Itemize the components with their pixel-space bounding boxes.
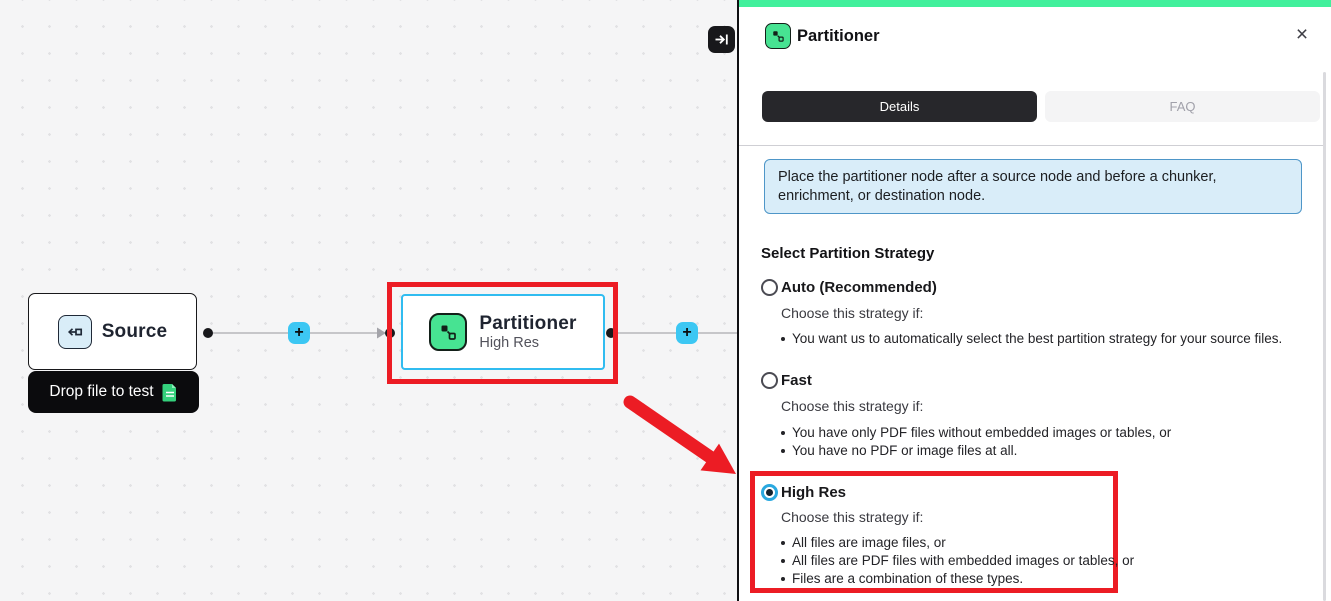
workflow-canvas[interactable]: + + Source Drop file to test — [0, 0, 737, 601]
partitioner-icon — [429, 313, 468, 351]
option-hint-auto: Choose this strategy if: — [781, 305, 924, 321]
source-node[interactable]: Source — [28, 293, 197, 370]
radio-auto[interactable] — [761, 279, 778, 296]
section-heading: Select Partition Strategy — [761, 245, 935, 262]
drop-file-label: Drop file to test — [49, 383, 154, 400]
option-bullets-auto: You want us to automatically select the … — [780, 330, 1282, 348]
radio-fast[interactable] — [761, 372, 778, 389]
partitioner-node-title: Partitioner — [479, 312, 577, 334]
tab-details[interactable]: Details — [762, 91, 1037, 122]
panel-title: Partitioner — [797, 27, 880, 45]
add-node-button-right[interactable]: + — [676, 322, 698, 344]
bullet-item: All files are PDF files with embedded im… — [780, 552, 1134, 570]
info-callout: Place the partitioner node after a sourc… — [764, 159, 1302, 214]
panel-divider — [737, 0, 739, 601]
bullet-item: All files are image files, or — [780, 534, 1134, 552]
bullet-item: You have no PDF or image files at all. — [780, 442, 1171, 460]
drop-file-badge[interactable]: Drop file to test — [28, 371, 199, 413]
option-label-high-res[interactable]: High Res — [781, 484, 847, 501]
option-bullets-fast: You have only PDF files without embedded… — [780, 424, 1171, 460]
tab-faq[interactable]: FAQ — [1045, 91, 1320, 122]
collapse-panel-button[interactable] — [708, 26, 735, 53]
option-label-auto[interactable]: Auto (Recommended) — [781, 279, 937, 296]
file-icon — [162, 383, 176, 401]
add-node-button-left[interactable]: + — [288, 322, 310, 344]
panel-tabs: Details FAQ — [762, 91, 1320, 122]
partitioner-node[interactable]: Partitioner High Res — [401, 294, 605, 370]
option-hint-high-res: Choose this strategy if: — [781, 509, 924, 525]
option-bullets-high-res: All files are image files, or All files … — [780, 534, 1134, 588]
collapse-right-icon — [715, 34, 728, 45]
partitioner-node-subtitle: High Res — [479, 334, 540, 351]
panel-accent-bar — [739, 0, 1331, 7]
option-hint-fast: Choose this strategy if: — [781, 398, 924, 414]
tabs-separator — [739, 145, 1323, 146]
panel-scrollbar[interactable] — [1323, 72, 1326, 601]
partitioner-header-icon — [765, 23, 791, 49]
source-icon — [57, 314, 92, 349]
bullet-item: You have only PDF files without embedded… — [780, 424, 1171, 442]
option-label-fast[interactable]: Fast — [781, 372, 812, 389]
bullet-item: Files are a combination of these types. — [780, 570, 1134, 588]
close-icon[interactable]: × — [1291, 24, 1313, 46]
bullet-item: You want us to automatically select the … — [780, 330, 1282, 348]
radio-high-res[interactable] — [761, 484, 778, 501]
source-node-title: Source — [101, 320, 168, 342]
details-panel: Partitioner × Details FAQ Place the part… — [739, 0, 1331, 601]
